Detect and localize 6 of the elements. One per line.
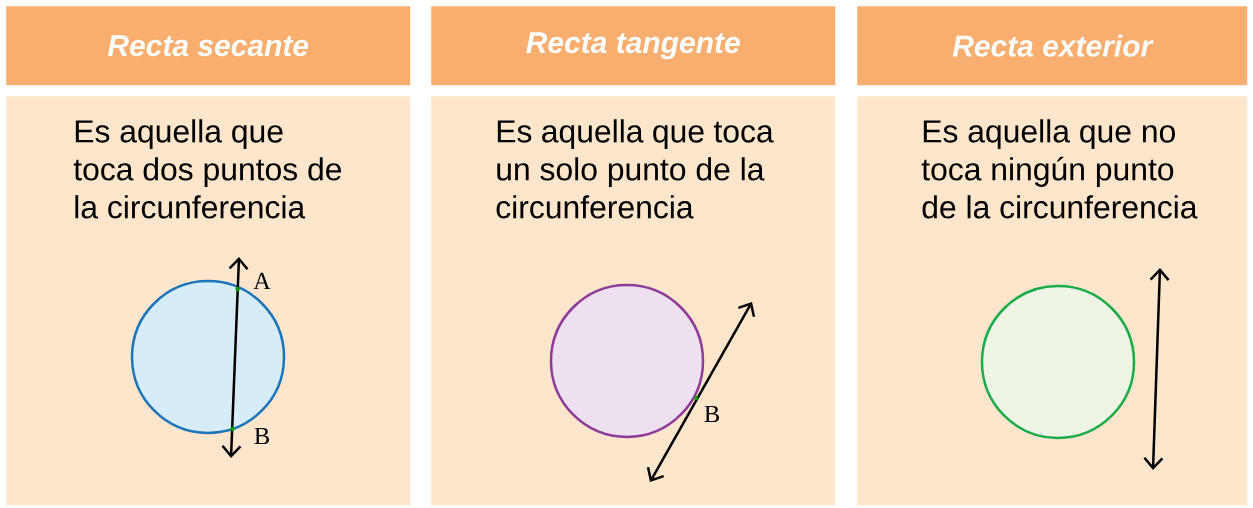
point-label: B (704, 405, 719, 423)
header-band: Recta tangente (431, 6, 836, 86)
header-band: Recta exterior (857, 6, 1248, 86)
point-label: A (253, 272, 271, 290)
header-band: Recta secante (6, 6, 411, 86)
point-label: B (254, 427, 269, 445)
